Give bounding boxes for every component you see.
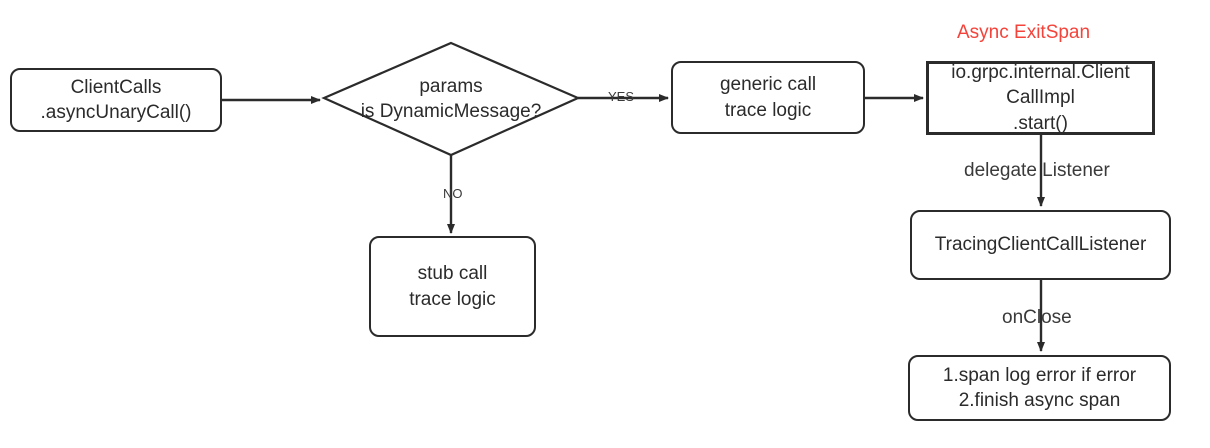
annotation-async-exit-span: Async ExitSpan [957,22,1091,43]
node-on-close-actions[interactable]: 1.span log error if error 2.finish async… [908,355,1171,421]
node-client-call-impl-start[interactable]: io.grpc.internal.Client CallImpl .start(… [926,61,1155,135]
node-params-decision[interactable]: params is DynamicMessage? [324,43,578,155]
node-tracing-client-call-listener[interactable]: TracingClientCallListener [910,210,1171,280]
edge-label-delegate-listener: delegate Listener [964,160,1110,181]
edge-label-on-close: onClose [1002,307,1072,328]
node-stub-call-trace-logic[interactable]: stub call trace logic [369,236,536,337]
node-client-calls[interactable]: ClientCalls .asyncUnaryCall() [10,68,222,132]
edge-label-yes: YES [608,89,635,104]
node-params-decision-label: params is DynamicMessage? [360,75,542,122]
edge-label-no: NO [443,186,463,201]
node-generic-call-trace-logic[interactable]: generic call trace logic [671,61,865,134]
